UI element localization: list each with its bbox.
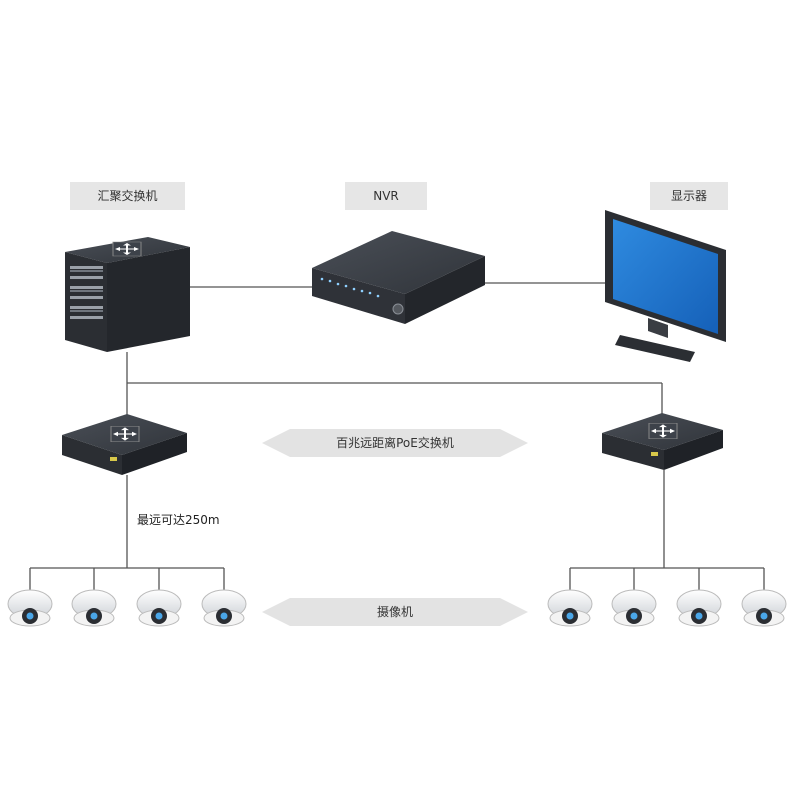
core-switch-icon xyxy=(65,237,190,352)
monitor-icon xyxy=(605,210,726,362)
camera-arrow-banner xyxy=(262,598,528,626)
poe-switch-icon xyxy=(602,413,723,470)
dome-camera-icon xyxy=(676,589,722,627)
poe-switch-arrow-banner xyxy=(262,429,528,457)
dome-camera-icon xyxy=(741,589,787,627)
dome-camera-icon xyxy=(136,589,182,627)
poe-switch-icon xyxy=(62,414,187,475)
dome-camera-icon xyxy=(201,589,247,627)
dome-camera-icon xyxy=(611,589,657,627)
connection-lines xyxy=(29,282,765,590)
dome-camera-icon xyxy=(547,589,593,627)
nvr-icon xyxy=(312,231,485,324)
dome-camera-icon xyxy=(7,589,53,627)
dome-camera-icon xyxy=(71,589,117,627)
camera-group xyxy=(7,589,787,627)
